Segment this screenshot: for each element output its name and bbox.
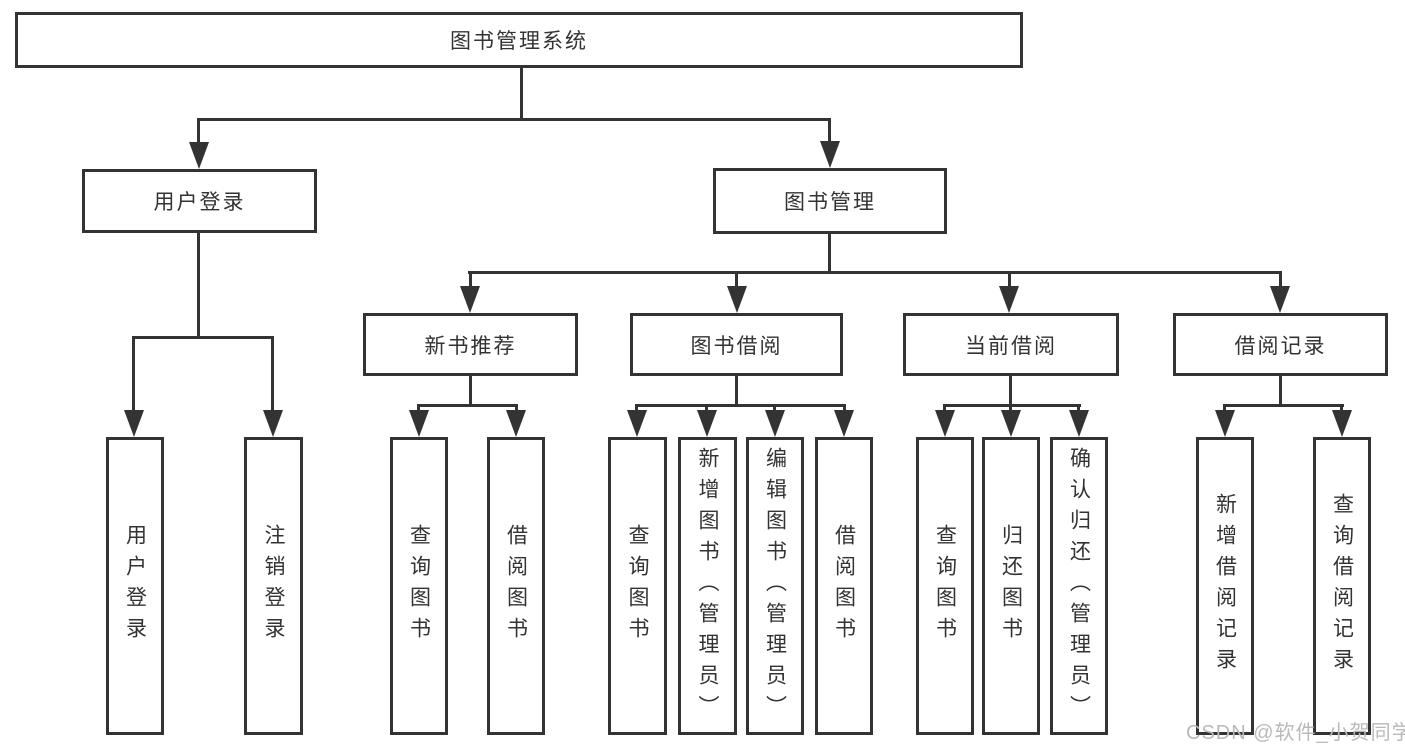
node-label: 借阅图书 (832, 524, 856, 648)
node-label: 当前借阅 (965, 334, 1057, 358)
connector-book-borrow-down (735, 376, 738, 407)
connector-stem-book-management (828, 118, 831, 148)
leaf-borrow-books-recommend: 借阅图书 (487, 437, 545, 735)
leaf-borrow-books: 借阅图书 (815, 437, 873, 735)
arrow-down-icon (409, 410, 429, 437)
node-label: 查询图书 (407, 524, 431, 648)
connector-book-management-down (828, 234, 831, 274)
arrow-down-icon (1069, 410, 1089, 437)
leaf-add-borrow-record: 新增借阅记录 (1196, 437, 1254, 735)
node-label: 新书推荐 (424, 334, 517, 358)
node-borrowing-records: 借阅记录 (1173, 313, 1388, 376)
connector-stem-level3 (1279, 271, 1282, 291)
node-book-management: 图书管理 (713, 168, 947, 234)
connector-new-book-down (469, 376, 472, 407)
node-label: 用户登录 (153, 191, 246, 214)
node-label: 归还图书 (999, 524, 1023, 648)
connector-new-book-bar (417, 404, 518, 407)
leaf-user-login: 用户登录 (106, 437, 164, 735)
arrow-down-icon (697, 410, 717, 437)
connector-book-borrow-bar (635, 404, 846, 407)
node-user-login: 用户登录 (82, 169, 317, 233)
node-new-book-recommend: 新书推荐 (363, 313, 578, 376)
node-label: 编辑图书（管理员） (763, 446, 787, 726)
node-book-borrowing: 图书借阅 (630, 313, 843, 376)
leaf-add-books-admin: 新增图书（管理员） (678, 437, 737, 735)
node-label: 图书借阅 (690, 334, 783, 358)
leaf-query-books-borrowing: 查询图书 (608, 437, 667, 735)
node-label: 新增借阅记录 (1213, 493, 1237, 679)
arrow-down-icon (124, 410, 144, 437)
arrow-down-icon (627, 410, 647, 437)
node-library-management-system: 图书管理系统 (15, 12, 1023, 68)
connector-level3-bar (468, 271, 1282, 274)
arrow-down-icon (1215, 410, 1235, 437)
connector-stem-leaf (132, 336, 135, 416)
connector-user-login-bar (132, 336, 274, 339)
arrow-down-icon (765, 410, 785, 437)
leaf-confirm-return-admin: 确认归还（管理员） (1050, 437, 1108, 735)
leaf-edit-books-admin: 编辑图书（管理员） (746, 437, 804, 735)
connector-records-bar (1223, 404, 1344, 407)
leaf-query-borrow-record: 查询借阅记录 (1313, 437, 1371, 735)
leaf-query-books-current: 查询图书 (916, 437, 974, 735)
node-label: 注销登录 (262, 524, 285, 648)
node-current-borrowing: 当前借阅 (903, 313, 1119, 376)
arrow-down-icon (263, 410, 283, 437)
node-label: 用户登录 (123, 524, 147, 648)
node-label: 查询借阅记录 (1330, 493, 1354, 679)
leaf-query-books-recommend: 查询图书 (390, 437, 448, 735)
node-label: 新增图书（管理员） (696, 446, 719, 726)
node-label: 查询图书 (626, 524, 649, 648)
connector-current-borrow-down (1009, 376, 1012, 407)
node-label: 借阅记录 (1234, 334, 1327, 358)
node-label: 图书管理 (784, 191, 876, 214)
connector-user-login-down (197, 233, 200, 339)
arrow-down-icon (935, 410, 955, 437)
arrow-down-icon (1332, 410, 1352, 437)
connector-level2-bar (197, 118, 831, 121)
arrow-down-icon (460, 286, 480, 313)
node-label: 查询图书 (933, 524, 957, 648)
connector-root-trunk (520, 68, 523, 121)
leaf-return-books: 归还图书 (982, 437, 1040, 735)
arrow-down-icon (727, 286, 747, 313)
arrow-down-icon (1270, 286, 1290, 313)
arrow-down-icon (189, 142, 209, 169)
leaf-logout: 注销登录 (244, 437, 303, 735)
connector-stem-level3 (1008, 271, 1011, 291)
connector-records-down (1279, 376, 1282, 407)
arrow-down-icon (1001, 410, 1021, 437)
node-label: 借阅图书 (504, 524, 528, 648)
connector-current-borrow-bar (943, 404, 1081, 407)
connector-stem-level3 (469, 271, 472, 291)
arrow-down-icon (999, 286, 1019, 313)
connector-stem-level3 (735, 271, 738, 291)
arrow-down-icon (820, 141, 840, 168)
arrow-down-icon (506, 410, 526, 437)
connector-stem-leaf (271, 336, 274, 416)
connector-stem-user-login (197, 118, 200, 148)
csdn-watermark: CSDN @软件_小贺同学 (1186, 722, 1405, 744)
node-label: 确认归还（管理员） (1067, 446, 1091, 726)
node-label: 图书管理系统 (450, 30, 588, 53)
arrow-down-icon (834, 410, 854, 437)
